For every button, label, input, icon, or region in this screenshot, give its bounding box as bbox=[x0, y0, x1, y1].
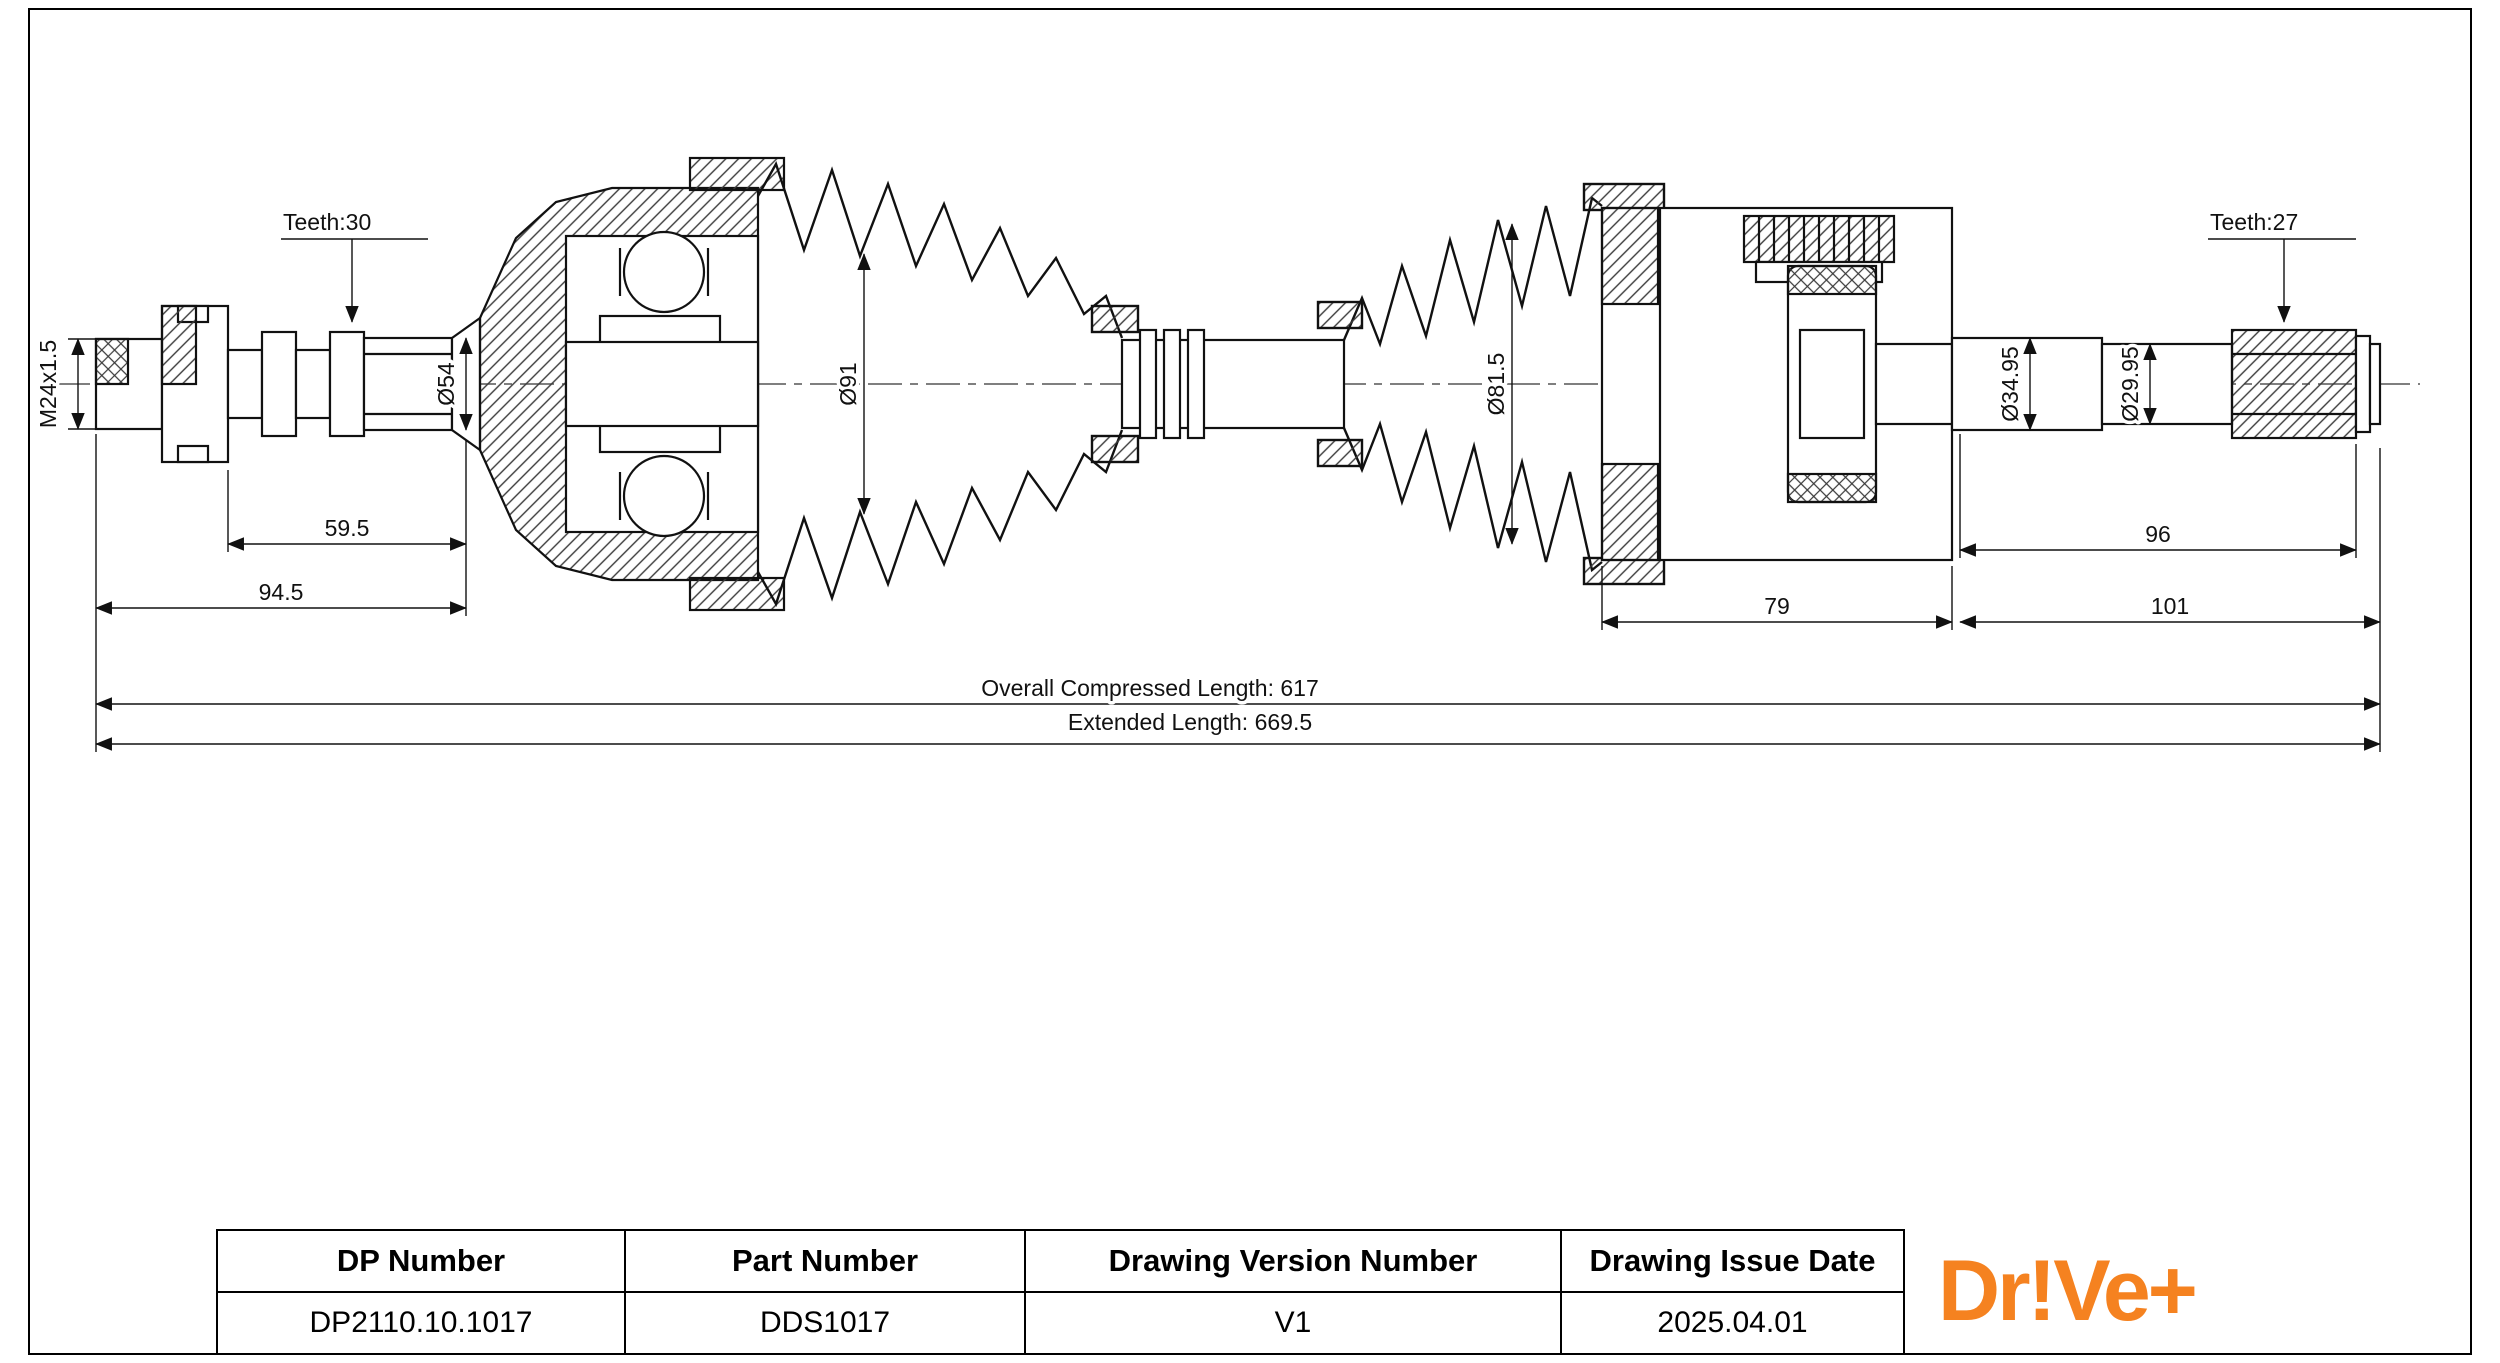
dim-79-label: 79 bbox=[1764, 593, 1790, 619]
title-block: DP Number Part Number Drawing Version Nu… bbox=[216, 1229, 1905, 1355]
value-drawing-version: V1 bbox=[1024, 1291, 1562, 1355]
dim-59-5-label: 59.5 bbox=[325, 515, 370, 541]
dia-81-5-label: Ø81.5 bbox=[1483, 353, 1509, 416]
dimensions: M24x1.5 Teeth:30 Teeth:27 Ø54 Ø91 Ø81.5 bbox=[32, 206, 2381, 752]
dim-thread: M24x1.5 bbox=[32, 336, 96, 432]
dim-extended: Extended Length: 669.5 bbox=[95, 706, 2381, 751]
overall-compressed-label: Overall Compressed Length: 617 bbox=[981, 675, 1319, 701]
dim-79: 79 bbox=[1601, 566, 1953, 630]
teeth-right-label: Teeth:27 bbox=[2210, 209, 2298, 235]
dia-34-95-label: Ø34.95 bbox=[1997, 346, 2023, 421]
dim-96-label: 96 bbox=[2145, 521, 2171, 547]
dim-101-label: 101 bbox=[2151, 593, 2189, 619]
inner-boot bbox=[1316, 182, 1666, 586]
dim-overall-compressed: Overall Compressed Length: 617 bbox=[95, 672, 2381, 711]
outer-cv-joint bbox=[478, 156, 786, 612]
header-part-number: Part Number bbox=[624, 1229, 1026, 1293]
technical-drawing: M24x1.5 Teeth:30 Teeth:27 Ø54 Ø91 Ø81.5 bbox=[32, 156, 2420, 752]
dia-91-label: Ø91 bbox=[835, 362, 861, 405]
dim-dia-91: Ø91 bbox=[832, 253, 871, 515]
teeth-left-label: Teeth:30 bbox=[283, 209, 371, 235]
teeth-right-callout: Teeth:27 bbox=[2207, 206, 2356, 323]
dia-29-95-label: Ø29.95 bbox=[2117, 346, 2143, 421]
title-block-value-row: DP2110.10.1017 DDS1017 V1 2025.04.01 bbox=[216, 1291, 1905, 1355]
dim-dia-54: Ø54 bbox=[430, 337, 473, 431]
dim-dia-81-5: Ø81.5 bbox=[1480, 223, 1519, 545]
extended-label: Extended Length: 669.5 bbox=[1068, 709, 1312, 735]
brand-logo: Dr!Ve+ bbox=[1938, 1243, 2198, 1339]
header-dp-number: DP Number bbox=[216, 1229, 626, 1293]
header-drawing-version: Drawing Version Number bbox=[1024, 1229, 1562, 1293]
outer-boot bbox=[756, 161, 1140, 607]
intermediate-shaft bbox=[1120, 328, 1346, 440]
value-dp-number: DP2110.10.1017 bbox=[216, 1291, 626, 1355]
dim-94-5-label: 94.5 bbox=[259, 579, 304, 605]
dim-96: 96 bbox=[1959, 434, 2357, 558]
dim-dia-34-95: Ø34.95 bbox=[1994, 337, 2037, 431]
value-issue-date: 2025.04.01 bbox=[1560, 1291, 1905, 1355]
header-issue-date: Drawing Issue Date bbox=[1560, 1229, 1905, 1293]
inner-cv-joint bbox=[1600, 206, 1954, 562]
dim-101: 101 bbox=[1959, 448, 2381, 752]
dim-59-5: 59.5 bbox=[227, 440, 467, 616]
dim-dia-29-95: Ø29.95 bbox=[2114, 343, 2157, 425]
dim-94-5: 94.5 bbox=[95, 434, 467, 752]
dia-54-label: Ø54 bbox=[433, 362, 459, 406]
thread-spec-label: M24x1.5 bbox=[35, 340, 61, 428]
title-block-header-row: DP Number Part Number Drawing Version Nu… bbox=[216, 1229, 1905, 1293]
value-part-number: DDS1017 bbox=[624, 1291, 1026, 1355]
left-stub-shaft bbox=[94, 304, 482, 464]
teeth-left-callout: Teeth:30 bbox=[280, 206, 428, 323]
